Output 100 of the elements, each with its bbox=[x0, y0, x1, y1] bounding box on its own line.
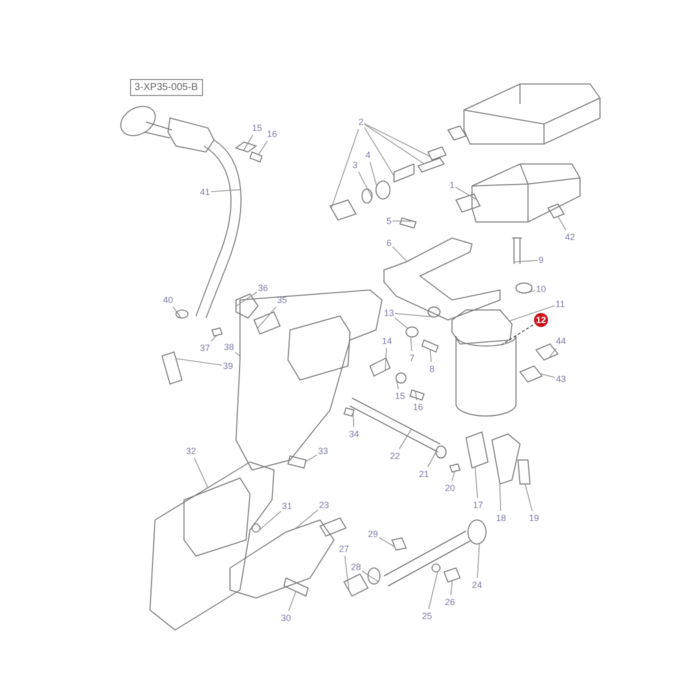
pin bbox=[417, 157, 445, 173]
leader-line bbox=[172, 306, 182, 318]
leader-line bbox=[477, 543, 480, 578]
valve-block bbox=[447, 84, 600, 144]
pin bbox=[449, 463, 461, 473]
drawing-number: 3-XP35-005-B bbox=[130, 78, 203, 96]
callout-number: 40 bbox=[163, 294, 174, 306]
bolt bbox=[283, 577, 309, 597]
callout-number: 38 bbox=[224, 341, 234, 353]
callout-number: 18 bbox=[496, 512, 506, 524]
callout-number: 15 bbox=[252, 122, 262, 134]
plate bbox=[149, 461, 275, 631]
leader-line bbox=[392, 246, 408, 262]
leader-line bbox=[362, 570, 379, 582]
callout-number: 32 bbox=[186, 445, 196, 457]
filter bbox=[452, 310, 516, 416]
callout-number: 9 bbox=[538, 254, 544, 266]
bolt bbox=[517, 460, 531, 484]
bracket bbox=[384, 237, 500, 321]
leader-line bbox=[176, 358, 222, 366]
washer bbox=[234, 141, 258, 153]
leader-line bbox=[234, 352, 240, 357]
bracket bbox=[491, 433, 521, 485]
leader-line bbox=[364, 123, 431, 157]
valve-block bbox=[455, 164, 580, 222]
leader-line bbox=[398, 428, 412, 450]
leader-line bbox=[378, 537, 396, 548]
bolt bbox=[287, 455, 307, 469]
callout-number: 15 bbox=[395, 390, 406, 402]
callout-number: 8 bbox=[430, 363, 435, 375]
sensor bbox=[535, 343, 559, 361]
callout-number: 1 bbox=[450, 179, 455, 191]
leader-line bbox=[358, 171, 372, 198]
callout-number: 2 bbox=[358, 116, 364, 128]
fitting bbox=[343, 573, 369, 597]
callout-number: 29 bbox=[368, 528, 378, 540]
leader-line bbox=[305, 454, 318, 462]
callout-number: 16 bbox=[267, 128, 278, 140]
callout-number: 16 bbox=[413, 401, 424, 413]
leader-line bbox=[452, 470, 456, 482]
leader-line bbox=[502, 324, 534, 345]
callout-number: 10 bbox=[536, 283, 546, 295]
callout-number: 37 bbox=[200, 342, 210, 354]
gear bbox=[468, 520, 486, 544]
callout-number: 14 bbox=[382, 335, 392, 347]
bolt bbox=[249, 151, 263, 163]
callout-number: 25 bbox=[422, 610, 432, 622]
callout-number: 5 bbox=[386, 215, 392, 227]
callout-number: 36 bbox=[258, 282, 268, 294]
callout-number: 27 bbox=[339, 543, 350, 555]
callout-number: 3 bbox=[352, 159, 358, 171]
leader-line bbox=[428, 571, 438, 610]
callout-number: 30 bbox=[281, 612, 292, 624]
leader-line bbox=[364, 127, 394, 176]
plate bbox=[465, 431, 489, 469]
leader-line bbox=[427, 452, 436, 468]
leader-line bbox=[548, 348, 556, 358]
bracket bbox=[369, 357, 391, 377]
sensor bbox=[519, 365, 543, 383]
leader-line bbox=[236, 292, 258, 307]
callout-number: 28 bbox=[351, 561, 362, 573]
callout-number: 35 bbox=[277, 294, 288, 306]
callout-number: 42 bbox=[565, 231, 576, 243]
callout-number: 22 bbox=[390, 450, 400, 462]
leader-line bbox=[430, 349, 432, 362]
leader-line bbox=[258, 140, 268, 155]
leader-line bbox=[526, 290, 536, 293]
screw bbox=[399, 217, 417, 229]
leader-line bbox=[243, 134, 254, 151]
leader-line bbox=[509, 305, 555, 322]
callout-number: 17 bbox=[473, 499, 484, 511]
leader-line bbox=[474, 466, 478, 498]
leader-line bbox=[364, 124, 424, 164]
leader-line bbox=[330, 128, 359, 209]
callout-number: 23 bbox=[319, 499, 330, 511]
ring bbox=[362, 188, 372, 204]
bolt bbox=[421, 339, 439, 353]
bolt bbox=[512, 238, 522, 264]
valve-block bbox=[230, 517, 347, 599]
leader-line bbox=[450, 580, 453, 596]
leader-line bbox=[210, 189, 241, 192]
fitting bbox=[329, 199, 357, 221]
callout-number: 7 bbox=[410, 352, 415, 364]
washer bbox=[396, 372, 406, 384]
sleeve bbox=[427, 146, 447, 161]
leader-line bbox=[499, 482, 502, 512]
leader-line bbox=[394, 318, 408, 329]
leader-line bbox=[410, 336, 412, 352]
spool bbox=[384, 530, 470, 586]
leader-line bbox=[194, 458, 208, 488]
screw bbox=[161, 351, 183, 385]
leader-line bbox=[396, 378, 399, 390]
leader-line bbox=[540, 373, 556, 378]
leader-line bbox=[392, 220, 414, 222]
leader-line bbox=[294, 510, 318, 530]
leader-line bbox=[288, 591, 296, 612]
rod bbox=[350, 398, 440, 452]
callout-number: 4 bbox=[366, 149, 371, 161]
callout-number: 33 bbox=[318, 445, 328, 457]
ring bbox=[368, 568, 380, 584]
